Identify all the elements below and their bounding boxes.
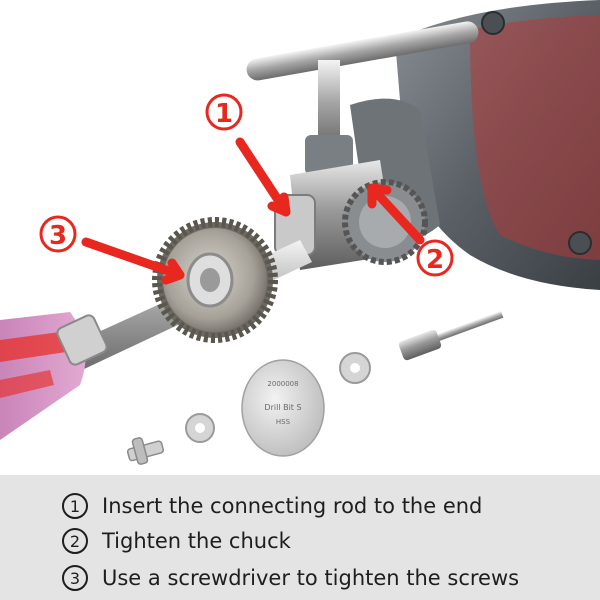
callout-2-arrow [367,183,425,245]
instruction-step-3: 3 Use a screwdriver to tighten the screw… [62,561,519,595]
screwdriver-handle [0,312,108,440]
step-1-text: Insert the connecting rod to the end [102,494,483,518]
instruction-step-2: 2 Tighten the chuck [62,524,291,558]
step-1-number: 1 [62,493,88,519]
disc-text-1: 2000008 [267,380,298,388]
instruction-step-1: 1 Insert the connecting rod to the end [62,489,482,523]
callout-1-number: 1 [215,99,233,129]
saw-blade [152,217,278,343]
step-2-number: 2 [62,528,88,554]
disc-text-2: Drill Bit S [264,403,301,412]
spare-cutting-disc: 2000008 Drill Bit S HSS [241,359,325,457]
step-3-text: Use a screwdriver to tighten the screws [102,566,520,590]
callout-2-circle [416,239,454,277]
screw [126,437,165,465]
callout-3: 3 [39,215,185,285]
instructions-caption: 1 Insert the connecting rod to the end 2… [0,475,600,600]
rotary-tool-housing [350,0,600,290]
callout-1-arrow [235,137,291,217]
callout-3-circle [39,215,77,253]
washer [339,352,371,384]
step-2-text: Tighten the chuck [102,529,291,553]
spare-mandrel [398,311,504,361]
callout-1: 1 [205,93,291,217]
callout-2: 2 [367,183,454,277]
step-3-number: 3 [62,565,88,591]
callout-3-number: 3 [49,221,67,251]
callout-2-number: 2 [426,245,444,275]
callout-3-arrow [81,237,185,285]
washer-small [185,413,215,443]
chuck-key [246,21,479,175]
callout-1-circle [205,93,243,131]
product-photo: 2000008 Drill Bit S HSS 1 2 3 [0,0,600,465]
disc-text-3: HSS [276,418,291,426]
